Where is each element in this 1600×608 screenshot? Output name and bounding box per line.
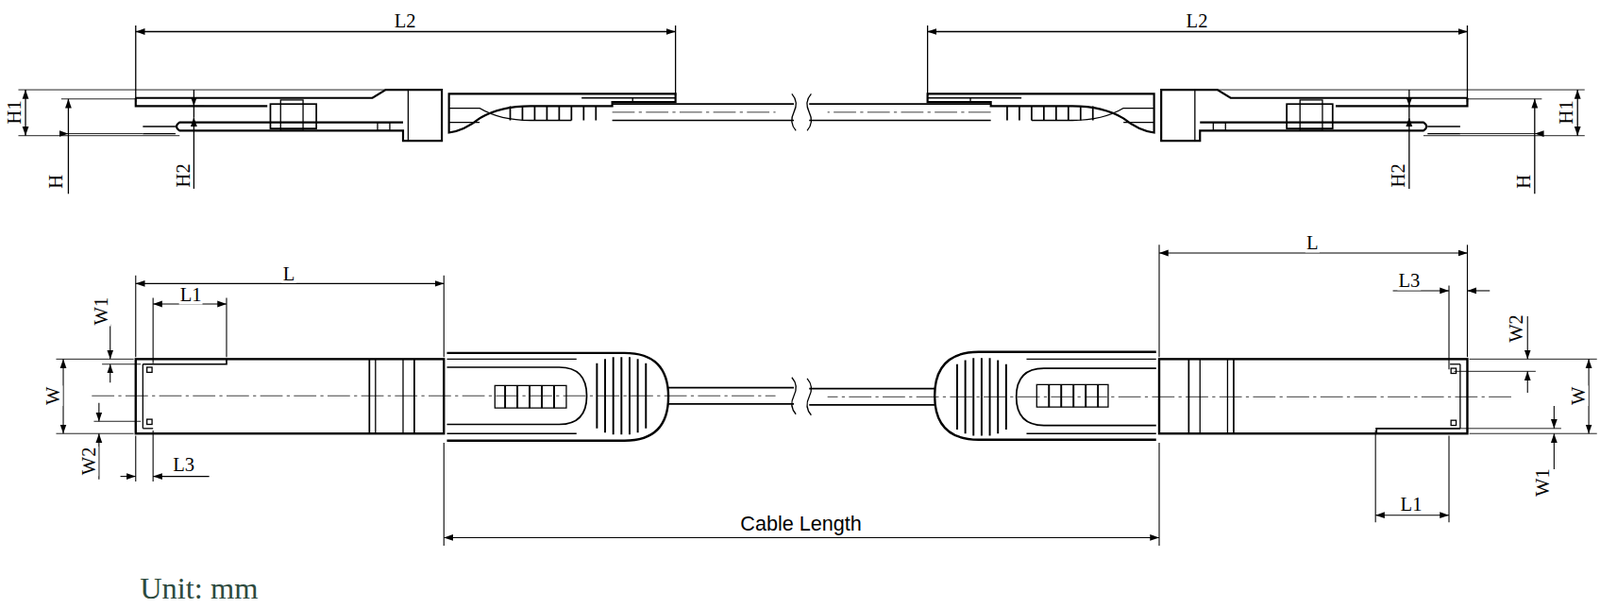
dimension-label: W1 — [91, 296, 112, 327]
dimension-label: W — [43, 385, 64, 406]
dimension-label: H1 — [4, 99, 25, 125]
dimension-label: H — [1514, 173, 1534, 190]
dimension-label: L — [282, 263, 297, 284]
dimension-label: W2 — [79, 445, 100, 476]
dimension-label: L2 — [1185, 10, 1210, 31]
dimension-label: L1 — [1399, 494, 1424, 515]
dimension-label: Cable Length — [739, 513, 863, 535]
dimension-label: H2 — [172, 162, 193, 188]
dimension-label: L3 — [171, 454, 196, 474]
dimension-label: H — [46, 173, 67, 190]
dimension-label: L1 — [179, 285, 203, 305]
dimension-label: L — [1305, 233, 1320, 253]
unit-note: Unit: mm — [138, 572, 259, 604]
dimension-label: W1 — [1532, 467, 1553, 498]
dimension-label: H2 — [1388, 162, 1409, 188]
dimension-label: W2 — [1506, 313, 1527, 344]
dimension-label: H1 — [1556, 99, 1577, 125]
dimension-label: L3 — [1397, 270, 1421, 291]
dimension-label: L2 — [393, 10, 418, 31]
dimension-label: W — [1568, 385, 1589, 406]
